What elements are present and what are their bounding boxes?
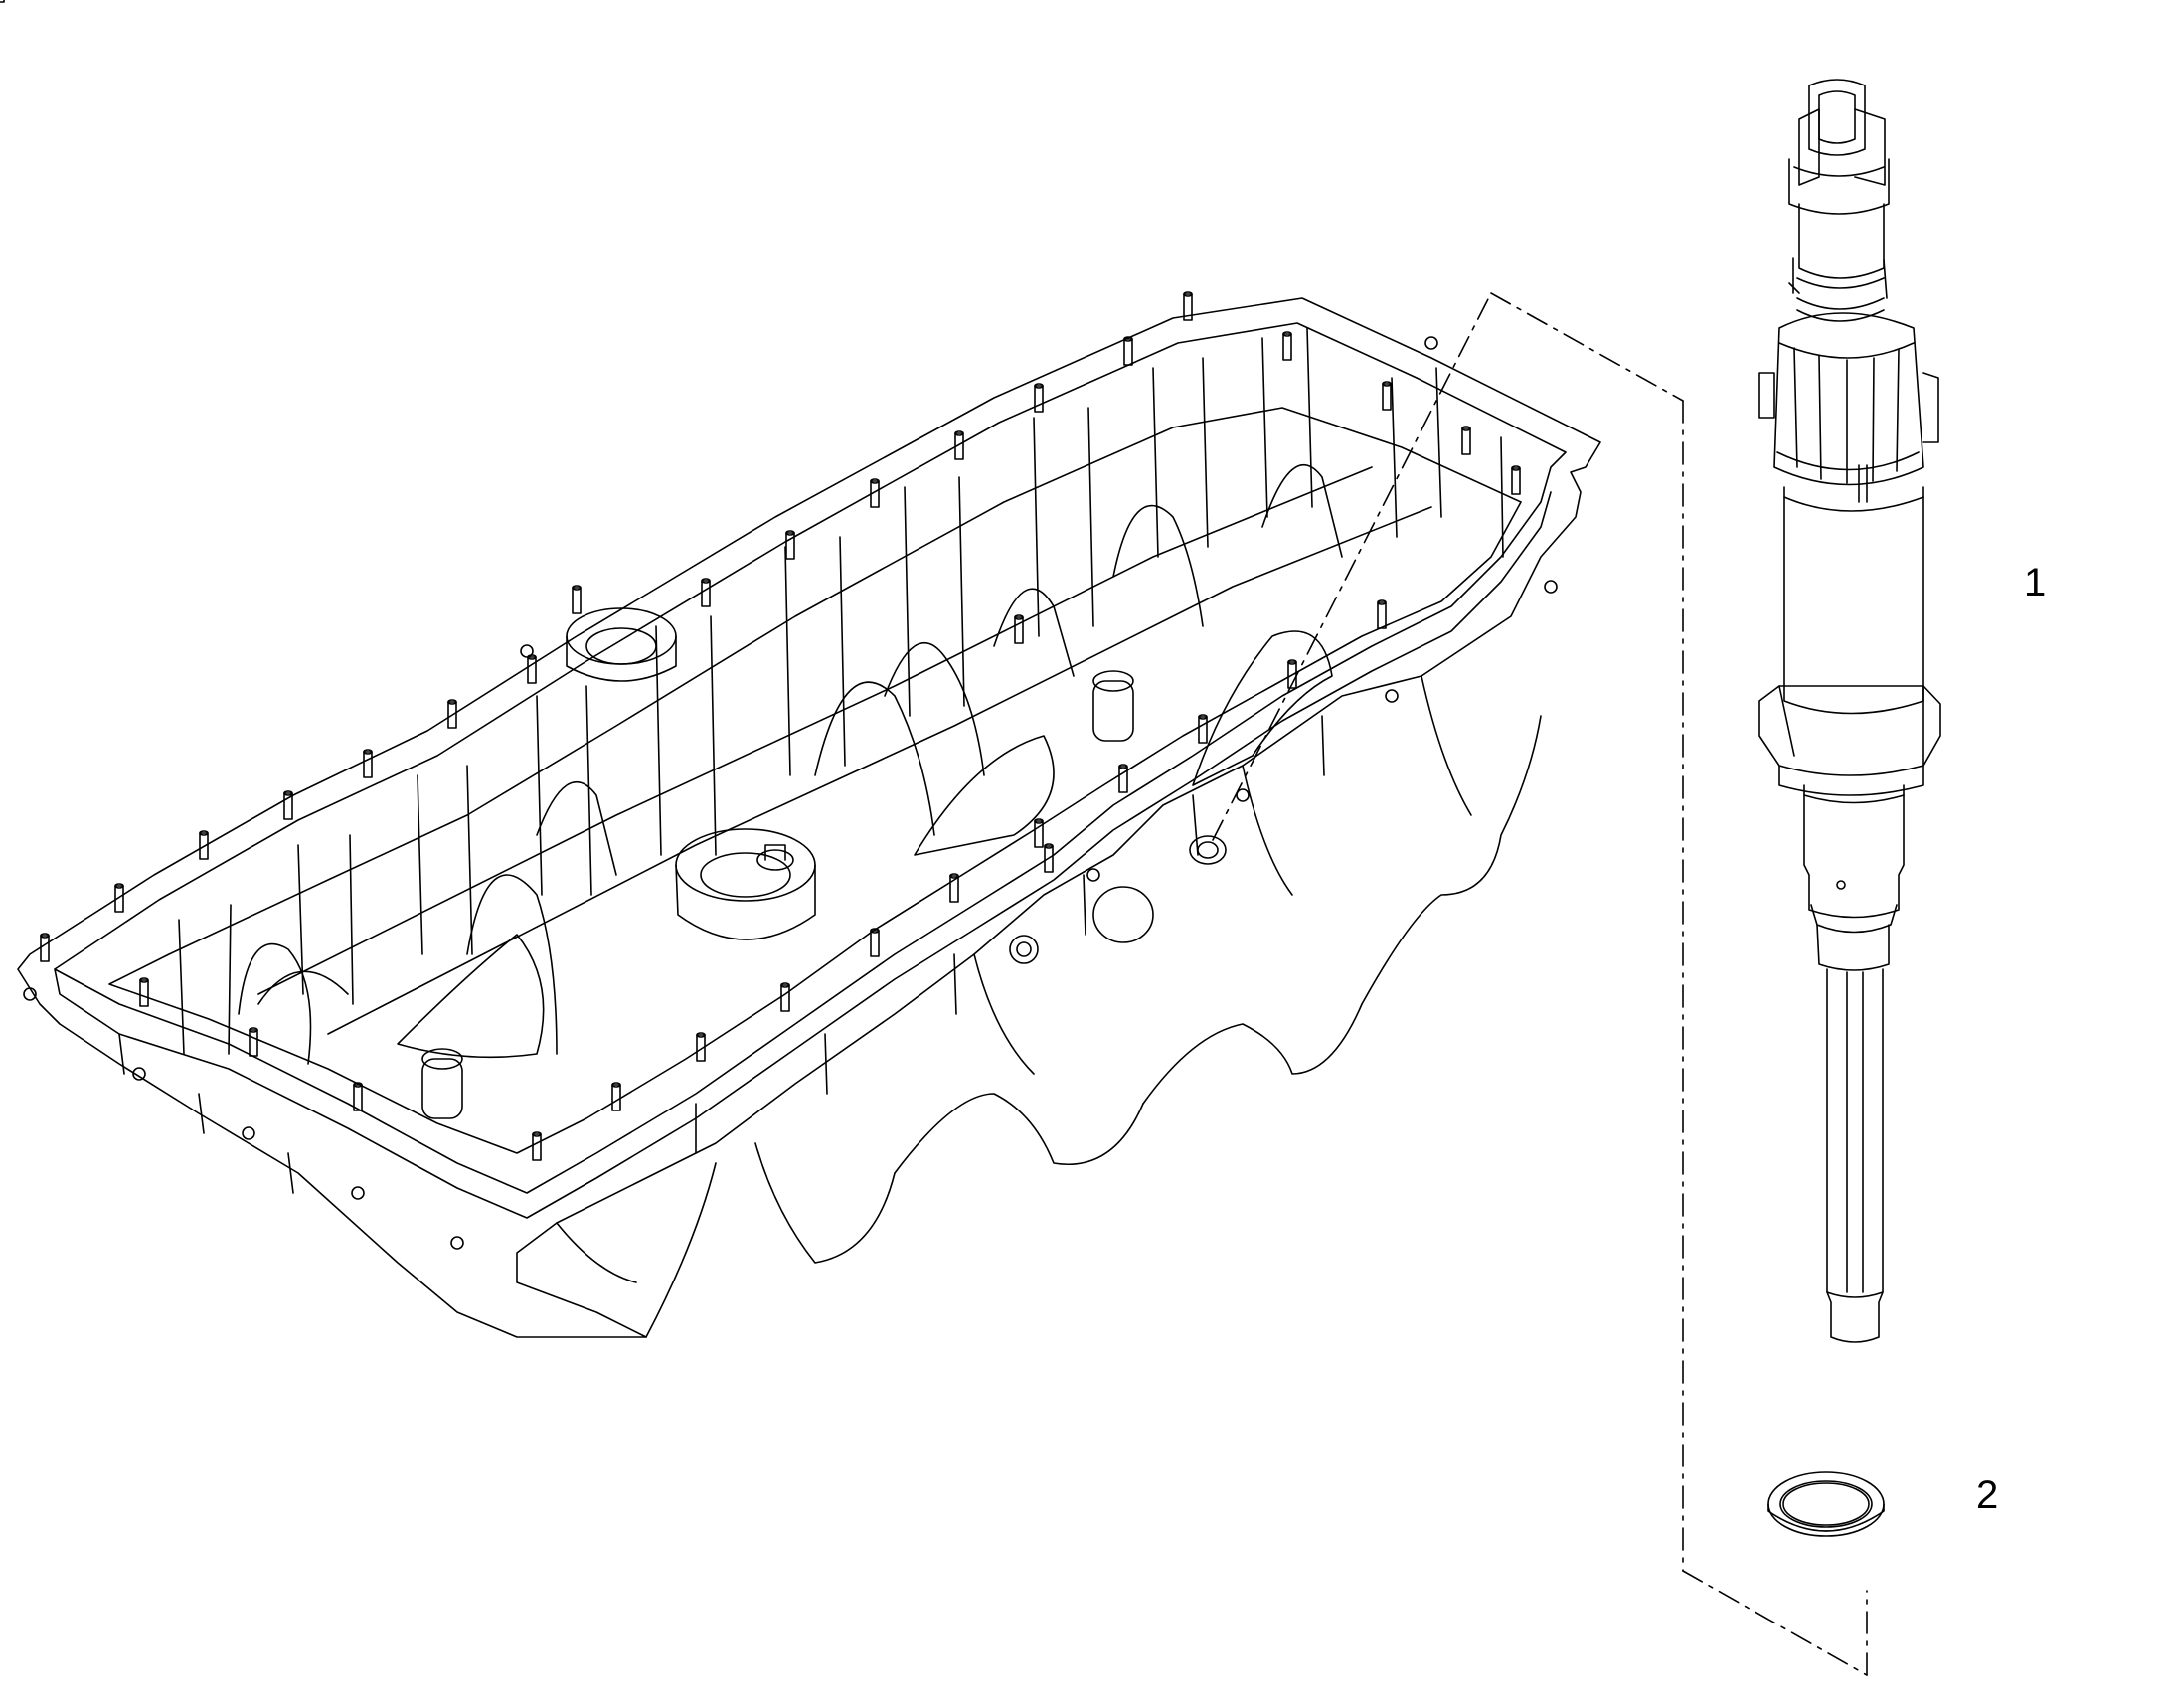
flange-holes [24, 337, 1557, 1249]
pan-bosses [422, 608, 1226, 1118]
callout-label-1: 1 [2024, 561, 2047, 604]
callout-label-2: 2 [1976, 1473, 1999, 1517]
sealing-washer [1768, 1472, 1884, 1536]
assembly-lines [1213, 293, 1867, 1675]
drain-plug [757, 845, 793, 870]
oil-pan [0, 0, 1600, 1337]
oil-level-sensor [1759, 80, 1940, 1342]
pan-studs [0, 0, 1521, 1161]
